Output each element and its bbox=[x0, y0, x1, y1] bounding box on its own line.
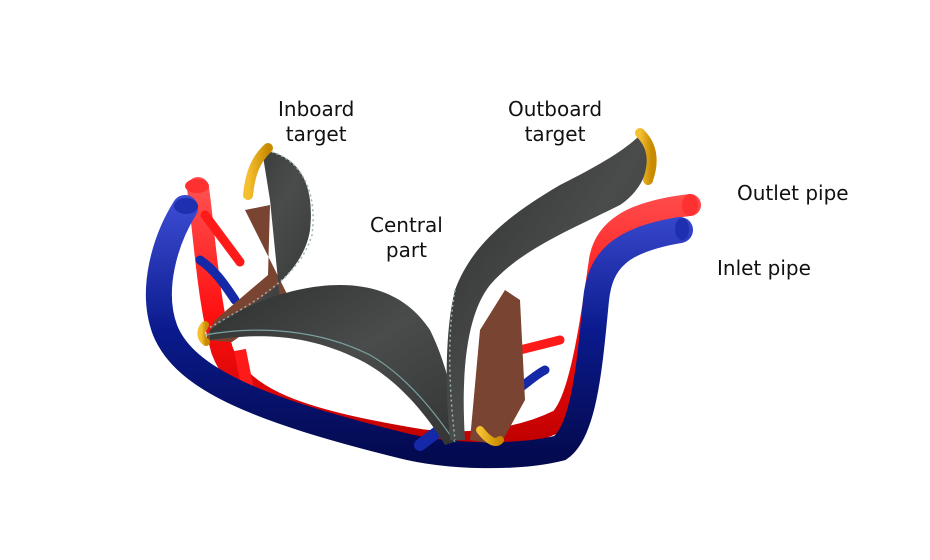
inboard-target-edge bbox=[243, 143, 273, 200]
central-part-label-line2: part bbox=[385, 238, 427, 262]
outboard-target-label-line2: target bbox=[524, 122, 586, 146]
outlet-pipe-end-right bbox=[682, 194, 698, 216]
outlet-pipe-label: Outlet pipe bbox=[737, 181, 849, 205]
inboard-target-label: Inboard target bbox=[278, 97, 354, 147]
inlet-pipe-label: Inlet pipe bbox=[717, 256, 811, 280]
central-part-label: Central part bbox=[370, 213, 443, 263]
inboard-target-label-line1: Inboard bbox=[278, 97, 355, 121]
outboard-target-foot bbox=[476, 426, 504, 446]
outboard-target bbox=[197, 128, 657, 446]
outboard-target-label: Outboard target bbox=[508, 97, 602, 147]
central-part-label-line1: Central bbox=[370, 213, 443, 237]
inboard-target bbox=[204, 143, 314, 337]
outlet-pipe-end-left bbox=[185, 179, 209, 193]
central-part bbox=[204, 285, 460, 445]
outboard-target-label-line1: Outboard bbox=[508, 97, 603, 121]
inlet-pipe-end-left bbox=[174, 198, 198, 214]
inlet-pipe-end-right bbox=[675, 218, 689, 240]
inboard-target-label-line2: target bbox=[285, 122, 347, 146]
inboard-target-foot bbox=[197, 321, 210, 346]
outboard-target-edge bbox=[635, 128, 657, 185]
